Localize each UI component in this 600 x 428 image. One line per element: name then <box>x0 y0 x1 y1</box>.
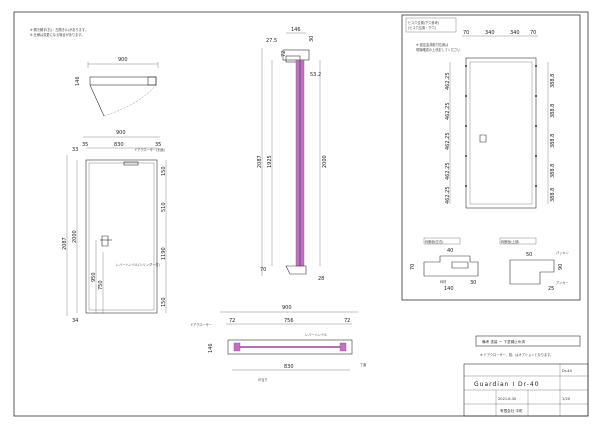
callout-handle: レバーハンドル(シリンダー付) <box>116 262 160 267</box>
section-h-1925: 1925 <box>267 155 273 168</box>
sheet-border <box>13 11 589 417</box>
anchor-right-3: 388.8 <box>550 164 556 178</box>
plan-overall: 900 <box>282 305 292 311</box>
spec-note: ※ ドアクローザー、錠、はオプションとなります。 <box>480 352 553 357</box>
product-name: Guardian I Dr-40 <box>474 381 540 388</box>
anchor-right-4: 388.8 <box>550 188 556 202</box>
front-overall-height: 2087 <box>62 237 68 250</box>
top-width-label: 900 <box>118 57 128 63</box>
front-right-mid: 510 <box>161 202 167 212</box>
section-top-a: 27.5 <box>266 38 277 44</box>
section-h-2087: 2087 <box>257 155 263 168</box>
anchor-left-4: 462.25 <box>445 187 451 205</box>
anchor-top-3: 70 <box>530 30 536 36</box>
plan-b: 756 <box>284 318 294 324</box>
anchor-top-1: 340 <box>485 30 495 36</box>
anchor-right-2: 388.8 <box>550 134 556 148</box>
plan-view: 900 72 756 72 146 830 ドアクローザー レバーハンドル 丁番… <box>190 305 367 382</box>
anchor-left-1: 462.25 <box>445 103 451 121</box>
section-view: 146 27.5 30 72 53.2 2087 1925 2000 70 28 <box>257 27 328 282</box>
date: 2021.8.30 <box>498 397 517 401</box>
detail-left-dim-2: 40 <box>447 248 453 254</box>
door-handle <box>101 235 109 247</box>
detail-left-dim-0: 70 <box>410 264 416 270</box>
section-top-d: 72 <box>281 51 287 57</box>
plan-a: 72 <box>229 318 235 324</box>
anchor-panel <box>401 14 581 301</box>
detail-right-dim-0: 50 <box>526 252 532 258</box>
anchor-note-1: ※ 固定金具取付位置は <box>416 42 449 47</box>
section-top-e: 53.2 <box>310 72 321 78</box>
plan-bottom: 830 <box>284 364 294 370</box>
anchor-door-outline <box>465 57 537 209</box>
detail-callout-2: パッキン <box>556 250 569 255</box>
section-bottom-b: 28 <box>318 276 324 282</box>
scale: 1/20 <box>562 397 571 401</box>
plan-callout-a: ドアクローザー <box>190 322 212 327</box>
front-view: 900 830 35 35 ドアクローザー(別途) レバーハンドル(シリンダー付… <box>62 130 167 324</box>
detail-left-shape <box>423 255 479 277</box>
front-right-low: 1190 <box>161 247 167 260</box>
detail-left-label: 枠断面(左右) <box>425 239 443 244</box>
front-left-margin: 35 <box>82 142 88 148</box>
detail-right-dim-2: 25 <box>548 286 554 292</box>
anchor-note-2: 現場確認の上決定してください <box>416 47 460 52</box>
detail-right-label: 枠断面(上部) <box>501 239 519 244</box>
plan-callout-d: 戸当り <box>258 377 268 382</box>
section-top-b: 146 <box>291 27 301 33</box>
note-line-2: ※ 仕様は変更になる場合があります。 <box>30 32 84 37</box>
front-bottom-gap: 34 <box>72 318 78 324</box>
detail-sections: 枠断面(左右) 枠断面(上部) 70 140 40 30 枠材 50 90 25… <box>410 237 569 292</box>
front-overall-width: 900 <box>116 130 126 136</box>
plan-frame <box>227 339 353 355</box>
plan-depth: 146 <box>208 343 214 353</box>
front-inner-width: 830 <box>114 142 124 148</box>
anchor-header-title: ビス穴位置(下穴参考) <box>408 20 439 25</box>
anchor-left-0: 462.25 <box>445 73 451 91</box>
front-right-top: 150 <box>161 166 167 176</box>
anchor-top-0: 70 <box>463 30 469 36</box>
section-top-c: 30 <box>309 36 315 42</box>
front-handle-950: 950 <box>91 272 97 282</box>
anchor-right-1: 388.8 <box>550 104 556 118</box>
callout-closer: ドアクローザー(別途) <box>134 147 165 152</box>
detail-right-shape <box>509 259 555 285</box>
company: 有限会社 中町 <box>500 408 523 413</box>
note-line-1: ※ 開き勝手(右)・左開き(L)があります。 <box>30 27 88 32</box>
anchor-right-0: 388.8 <box>550 74 556 88</box>
front-right-margin: 35 <box>155 142 161 148</box>
detail-left-dim-3: 30 <box>470 280 476 286</box>
door-outline <box>85 159 158 314</box>
front-handle-750: 750 <box>98 280 104 290</box>
front-right-bottom: 150 <box>161 297 167 307</box>
spec-header: 備考 塗装 ー 下塗錆止め済 <box>482 339 525 344</box>
plan-c: 72 <box>344 318 350 324</box>
front-frame-height: 2000 <box>72 230 78 243</box>
detail-left-dim-1: 140 <box>444 286 454 292</box>
detail-callout-1: 枠材 <box>440 279 447 284</box>
title-block: 備考 塗装 ー 下塗錆止め済 ※ ドアクローザー、錠、はオプションとなります。 … <box>463 335 589 417</box>
front-top-gap: 33 <box>72 147 78 153</box>
plan-callout-b: レバーハンドル <box>305 333 328 337</box>
section-h-2000: 2000 <box>322 155 328 168</box>
anchor-left-2: 462.25 <box>445 133 451 151</box>
detail-right-dim-1: 90 <box>558 264 564 270</box>
top-view: 900 146 <box>75 57 159 117</box>
anchor-view: ビス穴位置(下穴参考) (ビス穴位置・下穴) ※ 固定金具取付位置は 現場確認の… <box>405 17 556 209</box>
detail-callout-3: アンカー <box>556 280 569 285</box>
anchor-header-sub: (ビス穴位置・下穴) <box>408 25 436 30</box>
plan-callout-c: 丁番 <box>360 362 367 367</box>
anchor-left-3: 462.25 <box>445 163 451 181</box>
anchor-top-2: 340 <box>510 30 520 36</box>
top-side-label: 146 <box>75 76 81 86</box>
section-bottom-a: 70 <box>260 267 266 273</box>
drawing-no: Dr-40 <box>562 369 573 373</box>
